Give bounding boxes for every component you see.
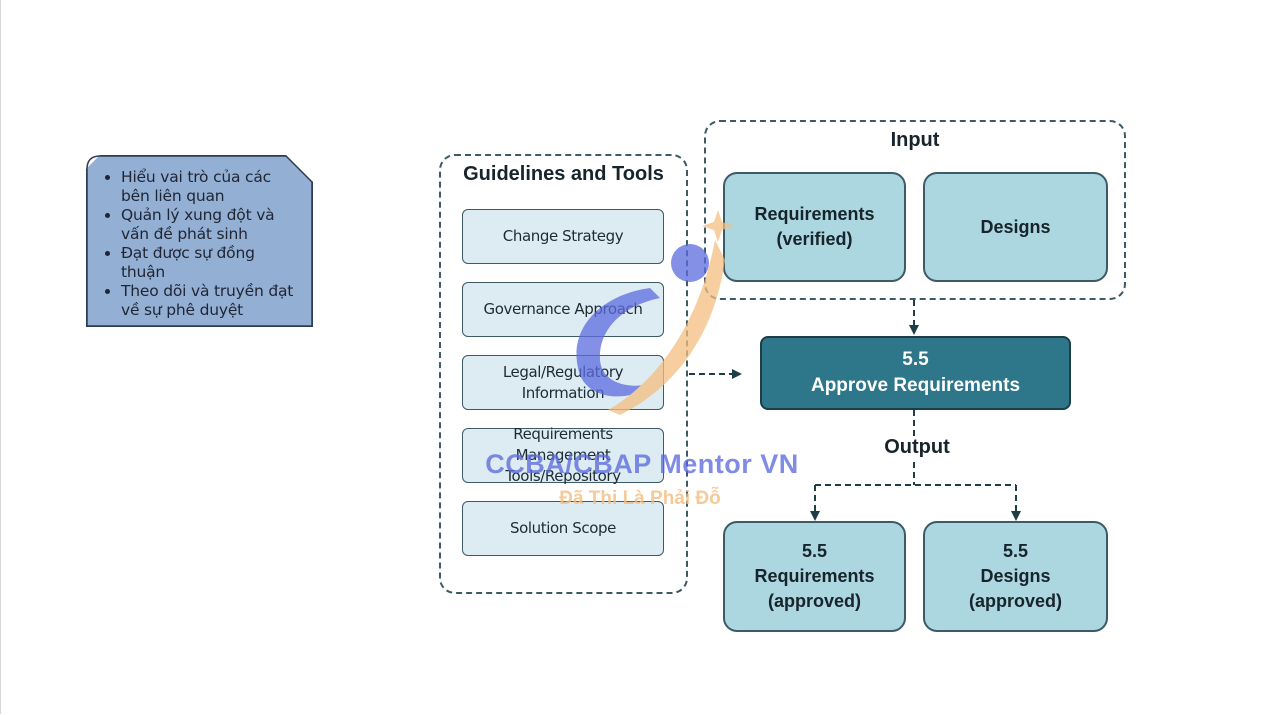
input-title: Input <box>890 129 940 151</box>
output-designs-number: 5.5 <box>1002 541 1029 561</box>
output-designs-label: Designs (approved) <box>968 566 1062 611</box>
output-designs-approved: 5.5 Designs (approved) <box>923 521 1108 632</box>
task-name: Approve Requirements <box>810 375 1021 396</box>
watermark-title: CCBA/CBAP Mentor VN <box>485 449 799 479</box>
tool-governance-approach: Governance Approach <box>462 282 664 337</box>
task-approve-requirements: 5.5 Approve Requirements <box>760 336 1071 410</box>
tool-requirements-management: Requirements Management Tools/Repository <box>462 425 664 485</box>
input-designs: Designs <box>923 172 1108 282</box>
tool-change-strategy: Change Strategy <box>462 209 664 264</box>
input-container <box>704 120 1126 300</box>
task-number: 5.5 <box>902 349 929 370</box>
output-requirements-approved: 5.5 Requirements (approved) <box>723 521 906 632</box>
output-requirements-number: 5.5 <box>801 541 828 561</box>
guidelines-container <box>439 154 688 594</box>
guidelines-title: Guidelines and Tools <box>463 163 664 185</box>
watermark-logo-icon <box>576 210 734 415</box>
output-requirements-label: Requirements (approved) <box>754 566 875 611</box>
tool-solution-scope: Solution Scope <box>462 501 664 556</box>
output-title: Output <box>884 436 950 458</box>
watermark-subtitle: Đã Thi Là Phải Đỗ <box>559 488 721 509</box>
